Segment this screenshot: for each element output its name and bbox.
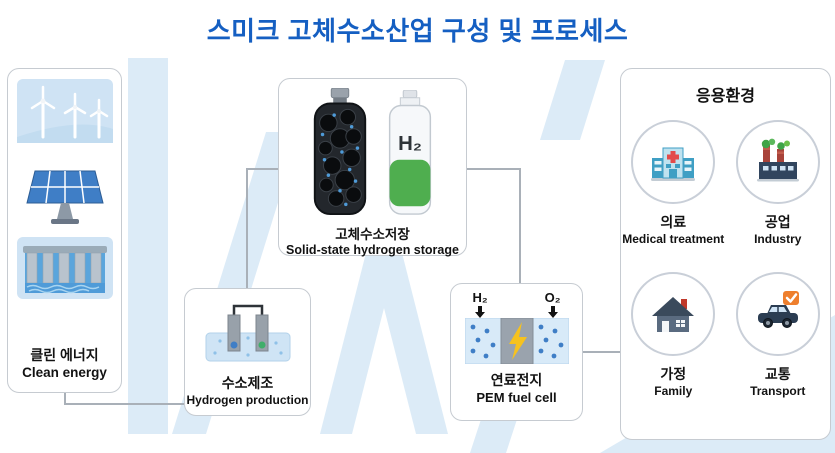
app-item-medical: 의료 Medical treatment: [621, 120, 726, 246]
house-icon: [652, 297, 695, 332]
applications-grid: 의료 Medical treatment: [621, 120, 830, 398]
fuel-cell-label-ko: 연료전지: [490, 371, 543, 388]
o2-input-label: O₂: [544, 290, 561, 305]
storage-panel: H₂ 고체수소저장 Solid-state hydrogen storage: [278, 78, 467, 257]
fuel-cell-stack-icon: [464, 317, 569, 364]
wind-turbine-icon: [16, 79, 113, 143]
app-item-transport: 교통 Transport: [726, 272, 831, 398]
transport-circle: [735, 272, 820, 356]
down-arrow-icon: [475, 305, 486, 318]
clean-energy-label-en: Clean energy: [22, 365, 107, 380]
down-arrow-icon: [547, 305, 558, 318]
h2-input-label: H₂: [472, 290, 488, 305]
electrolysis-icon: [205, 304, 290, 362]
cylinder-h2-label: H₂: [398, 133, 422, 155]
car-icon: [757, 291, 799, 328]
storage-label-ko: 고체수소저장: [335, 227, 410, 242]
clean-energy-panel: 클린 에너지 Clean energy: [7, 68, 122, 393]
clean-energy-labels: 클린 에너지 Clean energy: [22, 345, 107, 380]
applications-panel: 응용환경: [620, 68, 831, 440]
solar-panel-icon: [25, 170, 104, 224]
medical-label-ko: 의료: [660, 214, 687, 230]
hospital-icon: [651, 147, 696, 181]
medical-circle: [631, 120, 716, 204]
solid-hydrogen-bottle-icon: [313, 88, 366, 216]
h2-input: H₂: [473, 291, 488, 318]
fuel-cell-inputs: H₂ O₂: [465, 291, 569, 318]
transport-label-en: Transport: [750, 384, 806, 398]
app-item-industry: 공업 Industry: [726, 120, 831, 246]
transport-label-ko: 교통: [764, 366, 791, 382]
family-label-ko: 가정: [660, 366, 687, 382]
storage-bottles: H₂: [312, 88, 434, 216]
hydro-dam-icon: [16, 237, 113, 299]
industry-label-en: Industry: [754, 232, 802, 246]
fuel-cell-panel: H₂ O₂ 연료전지 P: [450, 283, 583, 421]
production-label-ko: 수소제조: [221, 375, 274, 391]
h2-gas-cylinder-icon: H₂: [388, 90, 431, 215]
o2-input: O₂: [545, 291, 561, 318]
family-circle: [631, 272, 716, 356]
storage-label-en: Solid-state hydrogen storage: [286, 243, 459, 257]
industry-label-ko: 공업: [764, 214, 791, 230]
production-label-en: Hydrogen production: [186, 393, 309, 407]
clean-energy-label-ko: 클린 에너지: [30, 347, 99, 363]
app-item-family: 가정 Family: [621, 272, 726, 398]
industry-circle: [735, 120, 820, 204]
fuel-cell-label-en: PEM fuel cell: [476, 389, 557, 405]
applications-title: 응용환경: [696, 88, 755, 105]
medical-label-en: Medical treatment: [622, 232, 725, 246]
family-label-en: Family: [654, 384, 693, 398]
page-title: 스미크 고체수소산업 구성 및 프로세스: [206, 16, 629, 46]
factory-icon: [756, 138, 799, 182]
production-panel: 수소제조 Hydrogen production: [184, 288, 311, 416]
